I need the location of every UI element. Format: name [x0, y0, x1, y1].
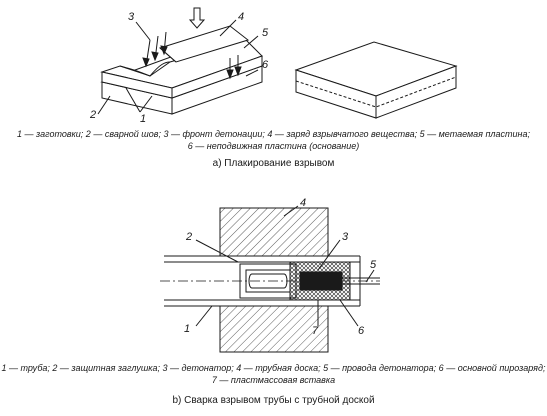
legend-b-line1: 1 — труба; 2 — защитная заглушка; 3 — де… — [1, 363, 546, 373]
load-arrow-icon — [188, 7, 206, 29]
legend-a-line1: 1 — заготовки; 2 — сварной шов; 3 — фрон… — [17, 129, 530, 139]
diagram-a-cladding — [97, 7, 458, 119]
callouts-a: 3 4 5 6 2 1 — [89, 11, 269, 125]
callout-6: 6 — [262, 59, 269, 71]
callout-2: 2 — [89, 109, 96, 121]
leader-lines-b — [195, 205, 375, 327]
clearance-arrows — [226, 55, 242, 80]
flyer-plate — [100, 39, 263, 99]
callout-3: 3 — [342, 231, 349, 243]
caption-a: a) Плакирование взрывом — [212, 158, 335, 169]
detonation-front — [142, 31, 168, 68]
callout-2: 2 — [185, 231, 192, 243]
tube-sheet-lower — [219, 305, 329, 353]
tube-sheet-upper — [219, 207, 329, 257]
callout-7: 7 — [312, 325, 319, 337]
legend-b-line2: 7 — пластмассовая вставка — [211, 375, 336, 385]
leader-lines-a — [97, 19, 259, 115]
callout-3: 3 — [128, 11, 135, 23]
callout-4: 4 — [300, 197, 306, 209]
callout-1: 1 — [184, 323, 190, 335]
callout-5: 5 — [370, 259, 377, 271]
legend-a-line2: 6 — неподвижная пластина (основание) — [187, 141, 360, 151]
callout-4: 4 — [238, 11, 244, 23]
callout-6: 6 — [358, 325, 365, 337]
caption-b: b) Сварка взрывом трубы с трубной доской — [172, 395, 375, 406]
callouts-b: 4 2 3 5 1 7 6 — [184, 197, 377, 337]
result-plate — [294, 41, 458, 119]
detonator-wires — [300, 277, 380, 285]
callout-5: 5 — [262, 27, 269, 39]
diagram-b-tube-welding — [160, 205, 380, 353]
callout-1: 1 — [140, 113, 146, 125]
